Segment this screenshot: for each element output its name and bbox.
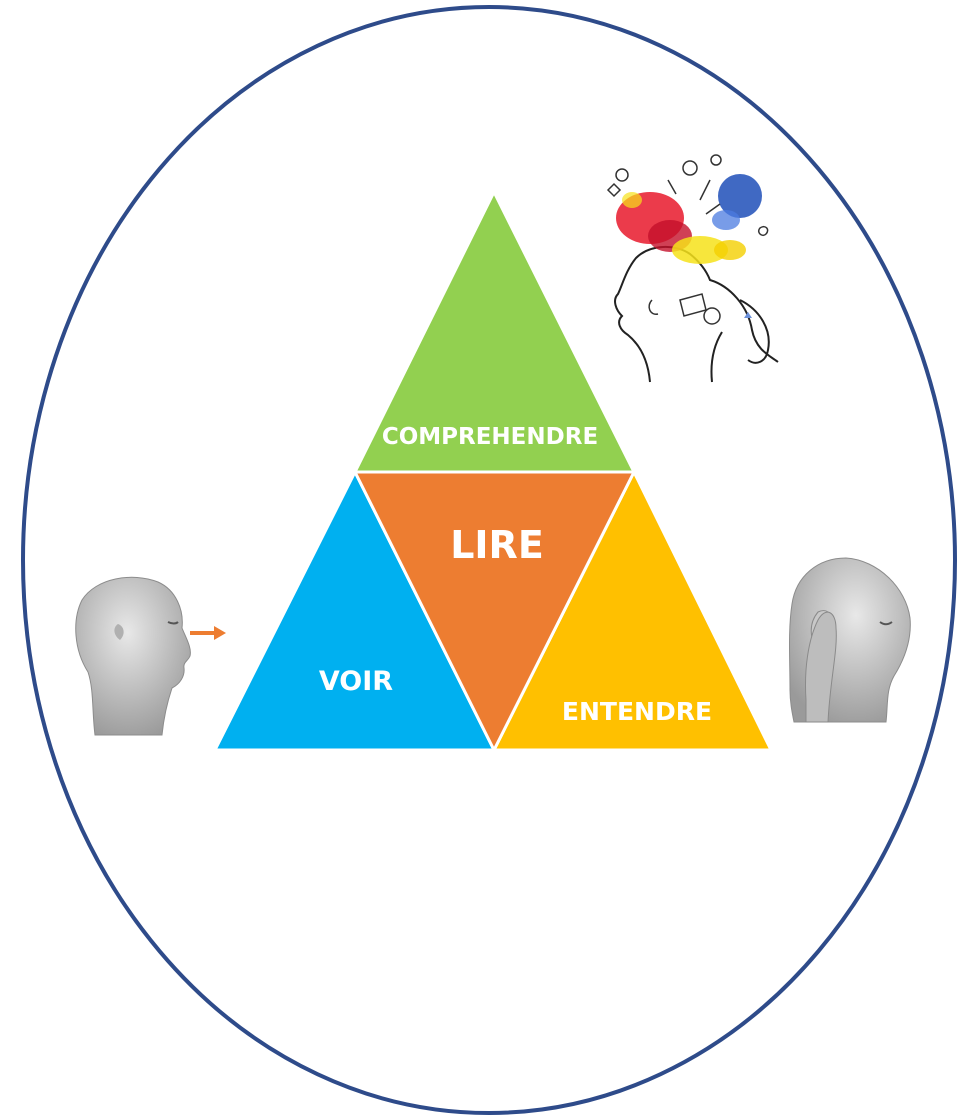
- thinking-head-icon: [606, 154, 779, 383]
- outer-ellipse: [21, 5, 957, 1115]
- head-looking-icon: [75, 576, 191, 736]
- top-label: COMPREHENDRE: [382, 424, 598, 450]
- left-label: VOIR: [319, 666, 393, 697]
- center-label: LIRE: [450, 523, 544, 567]
- head-listening-icon: [789, 557, 911, 723]
- right-label: ENTENDRE: [562, 697, 712, 726]
- arrow-icon: [190, 626, 226, 640]
- center-triangle: [352, 470, 637, 754]
